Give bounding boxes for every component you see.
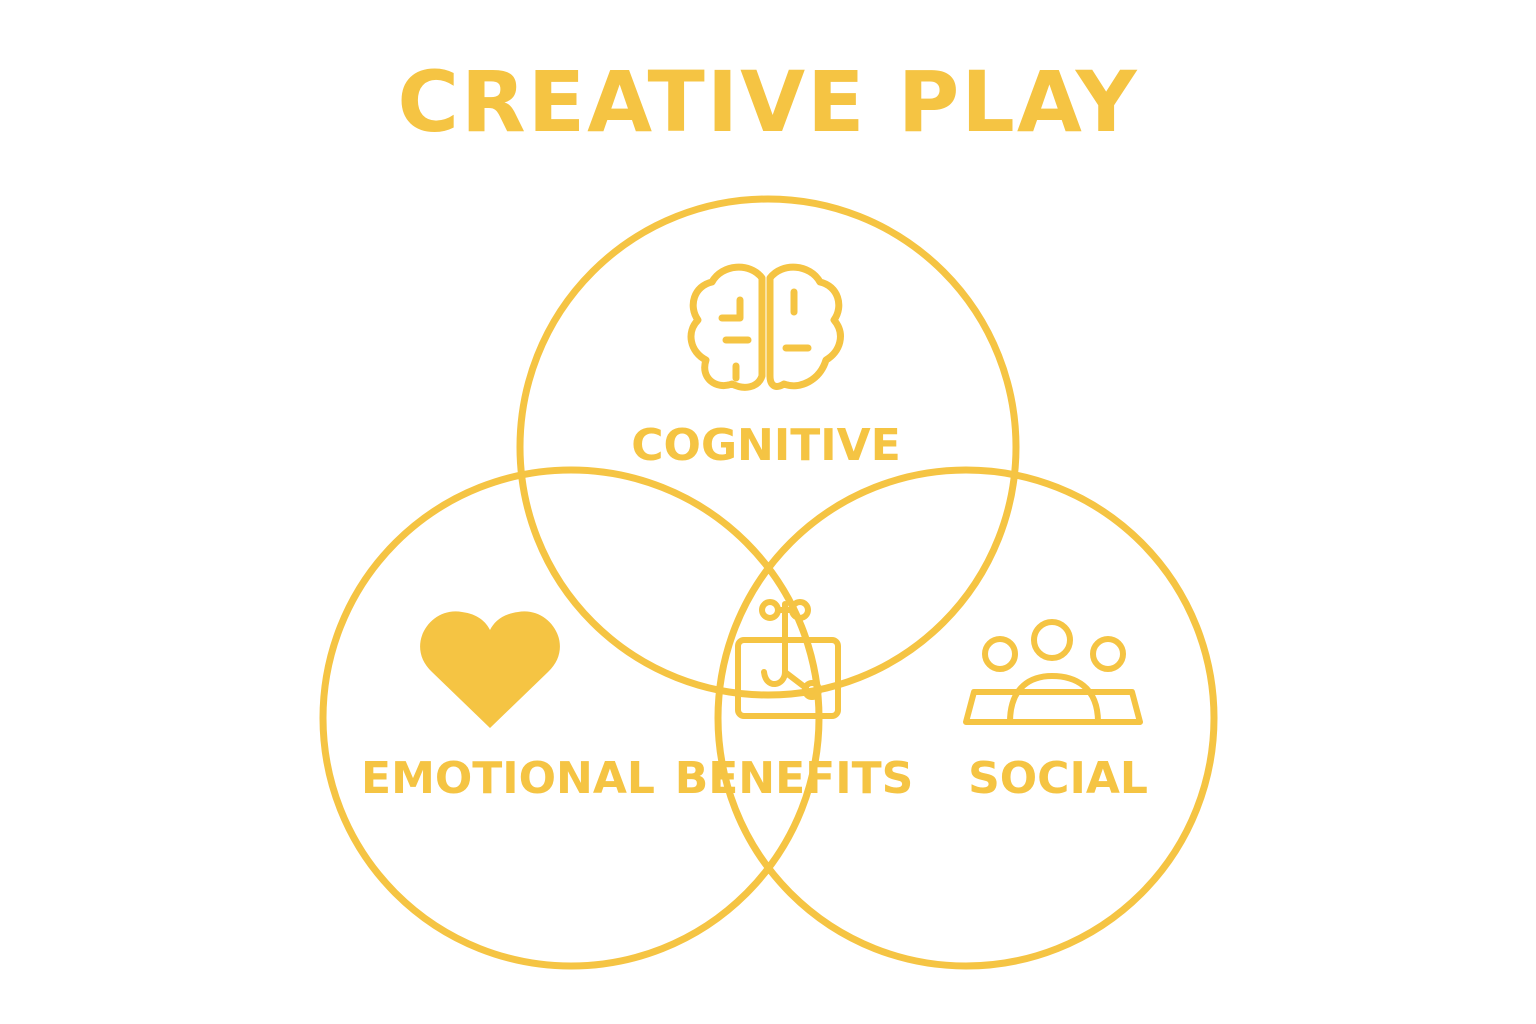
- puzzle-connector-icon: [735, 599, 841, 719]
- heart-icon: [420, 611, 560, 728]
- cognitive-circle: [516, 195, 1020, 699]
- social-circle: [714, 466, 1218, 970]
- diagram-title: CREATIVE PLAY: [397, 53, 1139, 151]
- brain-icon: [687, 263, 844, 391]
- social-label: SOCIAL: [968, 753, 1148, 804]
- emotional-label: EMOTIONAL: [361, 753, 655, 804]
- benefits-label: BENEFITS: [675, 753, 914, 804]
- people-group-icon: [963, 619, 1143, 725]
- cognitive-label: COGNITIVE: [631, 420, 901, 471]
